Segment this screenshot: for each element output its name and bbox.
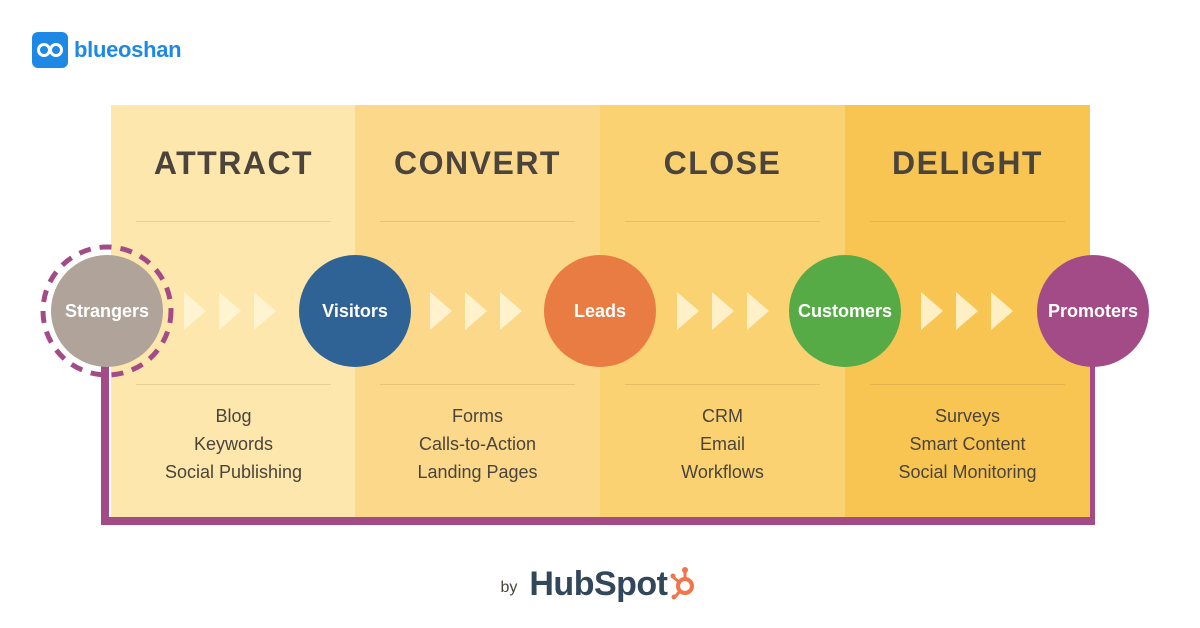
chevron-right-icon [254,292,276,330]
tool-item: Blog [215,406,252,426]
chevron-right-icon [465,292,487,330]
chevron-right-icon [500,292,522,330]
chevron-right-icon [677,292,699,330]
node-customers: Customers [789,255,901,367]
separator-top [136,221,331,222]
separator-top [870,221,1065,222]
chevron-right-icon [921,292,943,330]
chevron-right-icon [430,292,452,330]
byline: by HubSpot [0,565,1200,604]
tool-item: Keywords [193,434,274,454]
separator-bottom [380,384,575,385]
dashed-ring-icon [40,244,174,378]
tool-item: Smart Content [909,434,1026,454]
tool-item: Landing Pages [417,462,538,482]
byline-prefix: by [500,578,518,596]
sprocket-icon [670,566,694,599]
tool-item: Social Publishing [164,462,303,482]
loop-path [101,350,1095,525]
brand-logo: blueoshan [32,32,182,68]
chevron-right-icon [712,292,734,330]
tool-item: Workflows [681,462,764,482]
node-visitors: Visitors [299,255,411,367]
hubspot-logo: HubSpot [529,565,699,604]
hubspot-wordmark: HubSpot [529,565,668,603]
tool-item: CRM [702,406,743,426]
node-strangers: Strangers [51,255,163,367]
brand-name: blueoshan [74,37,182,62]
chevron-right-icon [747,292,769,330]
separator-bottom [870,384,1065,385]
separator-bottom [625,384,820,385]
separator-top [625,221,820,222]
infinity-logo-icon [32,32,68,68]
node-leads: Leads [544,255,656,367]
chevron-right-icon [991,292,1013,330]
separator-top [380,221,575,222]
tool-item: Email [699,434,745,454]
tool-item: Social Monitoring [898,462,1037,482]
stage-title: DELIGHT [892,145,1043,181]
tool-item: Calls-to-Action [418,434,537,454]
stage-title: ATTRACT [153,145,314,181]
stage-title: CLOSE [663,145,782,181]
chevron-right-icon [184,292,206,330]
stage-title: CONVERT [394,145,561,181]
chevron-right-icon [956,292,978,330]
tool-item: Forms [452,406,503,426]
separator-bottom [136,384,331,385]
chevron-right-icon [219,292,241,330]
tool-item: Surveys [934,406,1001,426]
node-promoters: Promoters [1037,255,1149,367]
